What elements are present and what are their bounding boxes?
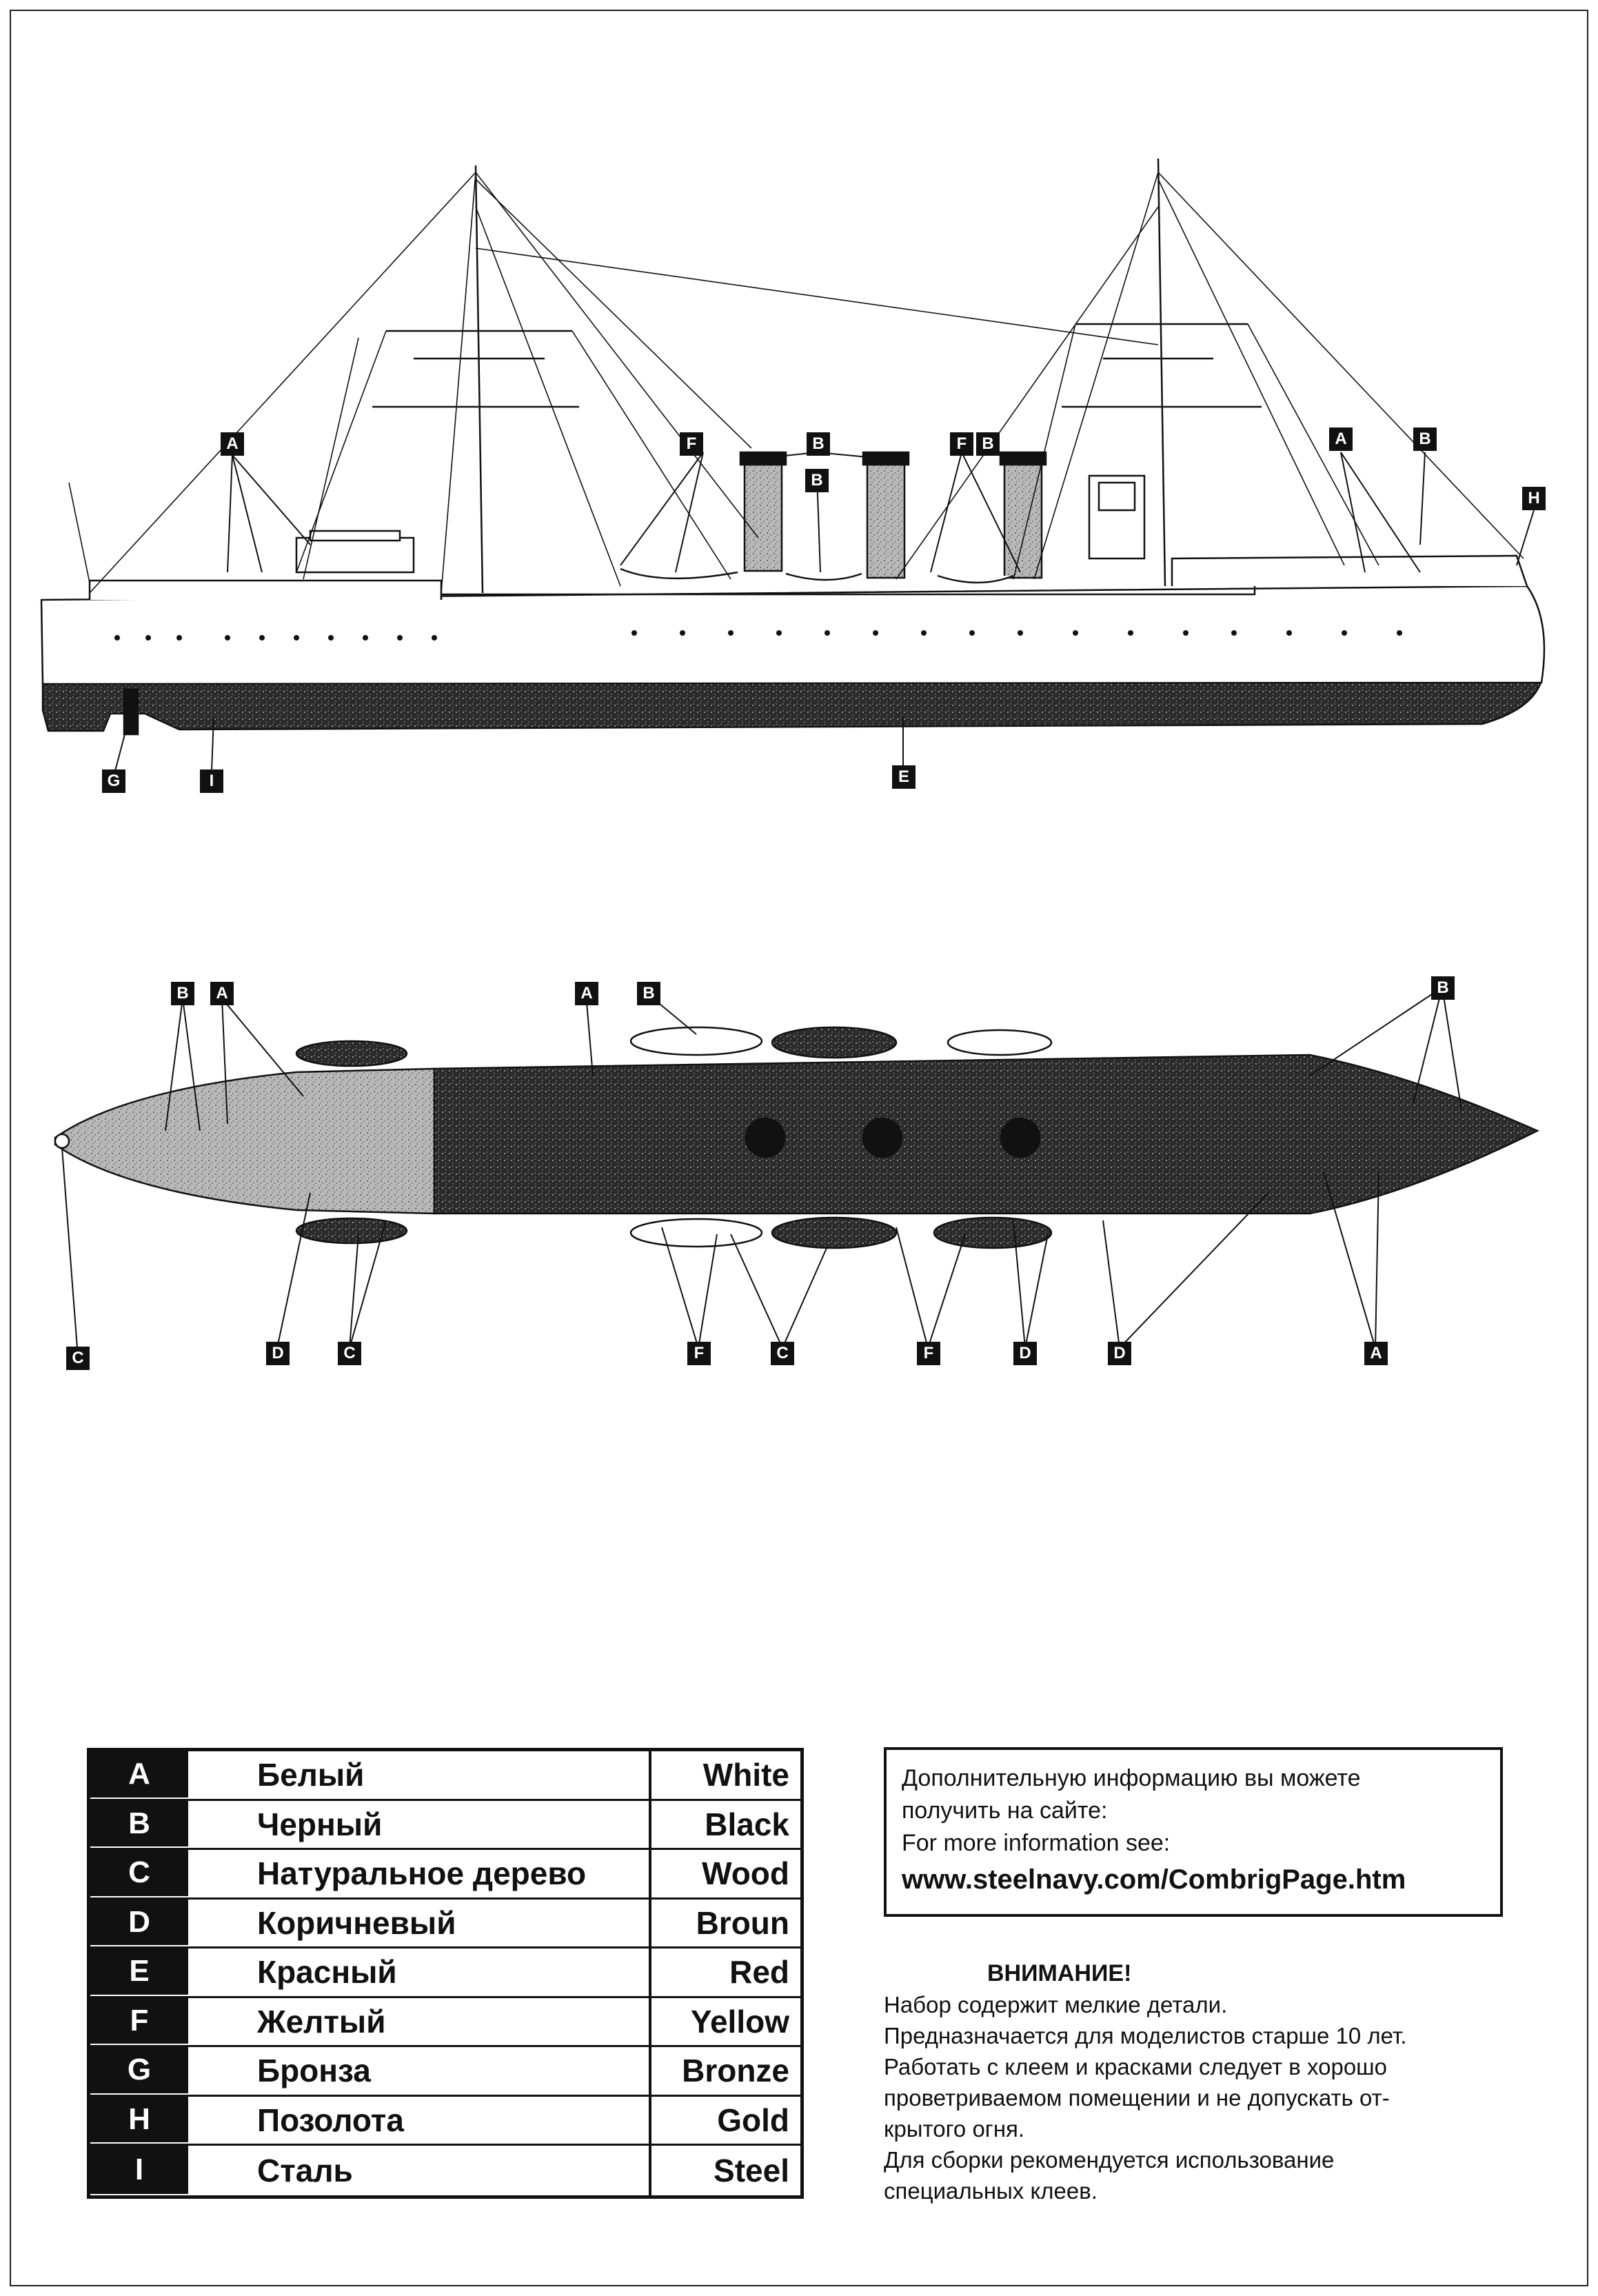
legend-color-en: Gold	[717, 2102, 789, 2138]
legend-color-en: Broun	[696, 1904, 789, 1941]
callout-tag: B	[805, 469, 829, 492]
info-line: For more information see:	[902, 1830, 1171, 1856]
funnel-2	[866, 459, 906, 579]
top-callout-leaders	[61, 987, 1462, 1349]
callout-tag: C	[338, 1342, 361, 1365]
info-url-link[interactable]: www.steelnavy.com/CombrigPage.htm	[902, 1864, 1406, 1895]
callout-tag: D	[1013, 1342, 1037, 1365]
callout-tag: B	[1413, 427, 1437, 451]
legend-color-ru: Белый	[188, 1751, 651, 1799]
callout-tag: G	[102, 769, 125, 793]
callout-tag: B	[976, 432, 1000, 456]
callout-tag: B	[1431, 976, 1455, 1000]
callout-tag: F	[950, 432, 973, 456]
callout-tag: A	[1329, 427, 1353, 451]
legend-color-ru: Бронза	[188, 2047, 651, 2095]
legend-row: F Желтый Yellow	[90, 1997, 800, 2047]
legend-color-ru: Черный	[188, 1800, 651, 1848]
safety-warning: ВНИМАНИЕ! Набор содержит мелкие детали. …	[884, 1958, 1532, 2206]
warning-line: специальных клеев.	[884, 2178, 1098, 2204]
callout-tag: A	[575, 982, 598, 1005]
page-frame	[10, 10, 1588, 2286]
callout-tag: C	[771, 1342, 794, 1365]
legend-color-en: Bronze	[682, 2053, 789, 2089]
legend-row: E Красный Red	[90, 1948, 800, 1998]
legend-color-ru: Натуральное дерево	[188, 1850, 651, 1897]
callout-tag: F	[917, 1342, 940, 1365]
warning-line: Предназначается для моделистов старше 10…	[884, 2023, 1407, 2048]
fore-mast	[474, 165, 484, 594]
callout-tag: D	[1108, 1342, 1131, 1365]
legend-color-en: Yellow	[690, 2003, 789, 2040]
legend-row: I Сталь Steel	[90, 2146, 800, 2195]
legend-row: A Белый White	[90, 1751, 800, 1801]
info-line: получить на сайте:	[902, 1797, 1108, 1824]
callout-tag: E	[892, 765, 916, 789]
hull-underwater	[41, 681, 1542, 732]
warning-line: крытого огня.	[884, 2116, 1025, 2142]
hull-topsides	[40, 585, 1546, 685]
funnel-1	[743, 459, 783, 572]
callout-tag: D	[266, 1342, 290, 1365]
legend-color-en: White	[702, 1757, 789, 1793]
warning-line: Для сборки рекомендуется использование	[884, 2147, 1335, 2173]
legend-letter: F	[90, 1997, 188, 2045]
legend-letter: C	[90, 1850, 188, 1897]
legend-color-ru: Сталь	[188, 2146, 651, 2195]
callout-tag: C	[66, 1347, 90, 1370]
legend-letter: G	[90, 2047, 188, 2095]
ship-drawings	[40, 158, 1546, 1349]
legend-row: C Натуральное дерево Wood	[90, 1850, 800, 1900]
more-info-box: Дополнительную информацию вы можете полу…	[884, 1747, 1503, 1917]
callout-tag: A	[1364, 1342, 1388, 1365]
callout-tag: B	[637, 982, 660, 1005]
callout-tag: A	[221, 432, 244, 456]
warning-line: проветриваемом помещении и не допускать …	[884, 2085, 1390, 2111]
callout-tag: A	[210, 982, 234, 1005]
legend-color-en: Wood	[702, 1855, 789, 1892]
warning-line: Набор содержит мелкие детали.	[884, 1992, 1228, 2017]
legend-color-en: Black	[705, 1806, 789, 1842]
callout-tag: B	[807, 432, 830, 456]
legend-color-en: Red	[729, 1954, 789, 1991]
legend-letter: D	[90, 1899, 188, 1946]
legend-color-ru: Красный	[188, 1948, 651, 1996]
callout-tag: F	[680, 432, 703, 456]
main-mast	[1157, 158, 1166, 587]
legend-color-ru: Желтый	[188, 1997, 651, 2045]
funnel-3	[1003, 459, 1043, 579]
legend-color-en: Steel	[714, 2152, 789, 2188]
legend-row: G Бронза Bronze	[90, 2047, 800, 2097]
warning-title: ВНИМАНИЕ!	[987, 1960, 1132, 1986]
legend-letter: H	[90, 2096, 188, 2144]
legend-row: D Коричневый Broun	[90, 1899, 800, 1948]
ship-side-profile	[40, 158, 1546, 736]
callout-tag: H	[1522, 487, 1546, 510]
deck-light	[54, 1067, 436, 1215]
legend-letter: A	[90, 1751, 188, 1799]
color-legend-table: A Белый White B Черный Black C Натуральн…	[87, 1748, 804, 2199]
callout-tag: B	[171, 982, 194, 1005]
callout-tag: F	[687, 1342, 711, 1365]
legend-row: H Позолота Gold	[90, 2096, 800, 2146]
deck-dark	[433, 1054, 1539, 1215]
legend-letter: B	[90, 1800, 188, 1848]
legend-color-ru: Коричневый	[188, 1899, 651, 1946]
legend-letter: E	[90, 1948, 188, 1996]
info-line: Дополнительную информацию вы можете	[902, 1765, 1361, 1791]
legend-color-ru: Позолота	[188, 2096, 651, 2144]
legend-row: B Черный Black	[90, 1800, 800, 1850]
ship-top-plan	[54, 1026, 1539, 1249]
warning-line: Работать с клеем и красками следует в хо…	[884, 2054, 1388, 2080]
callout-tag: I	[200, 769, 223, 793]
legend-letter: I	[90, 2146, 188, 2195]
side-callout-leaders	[114, 452, 1535, 772]
